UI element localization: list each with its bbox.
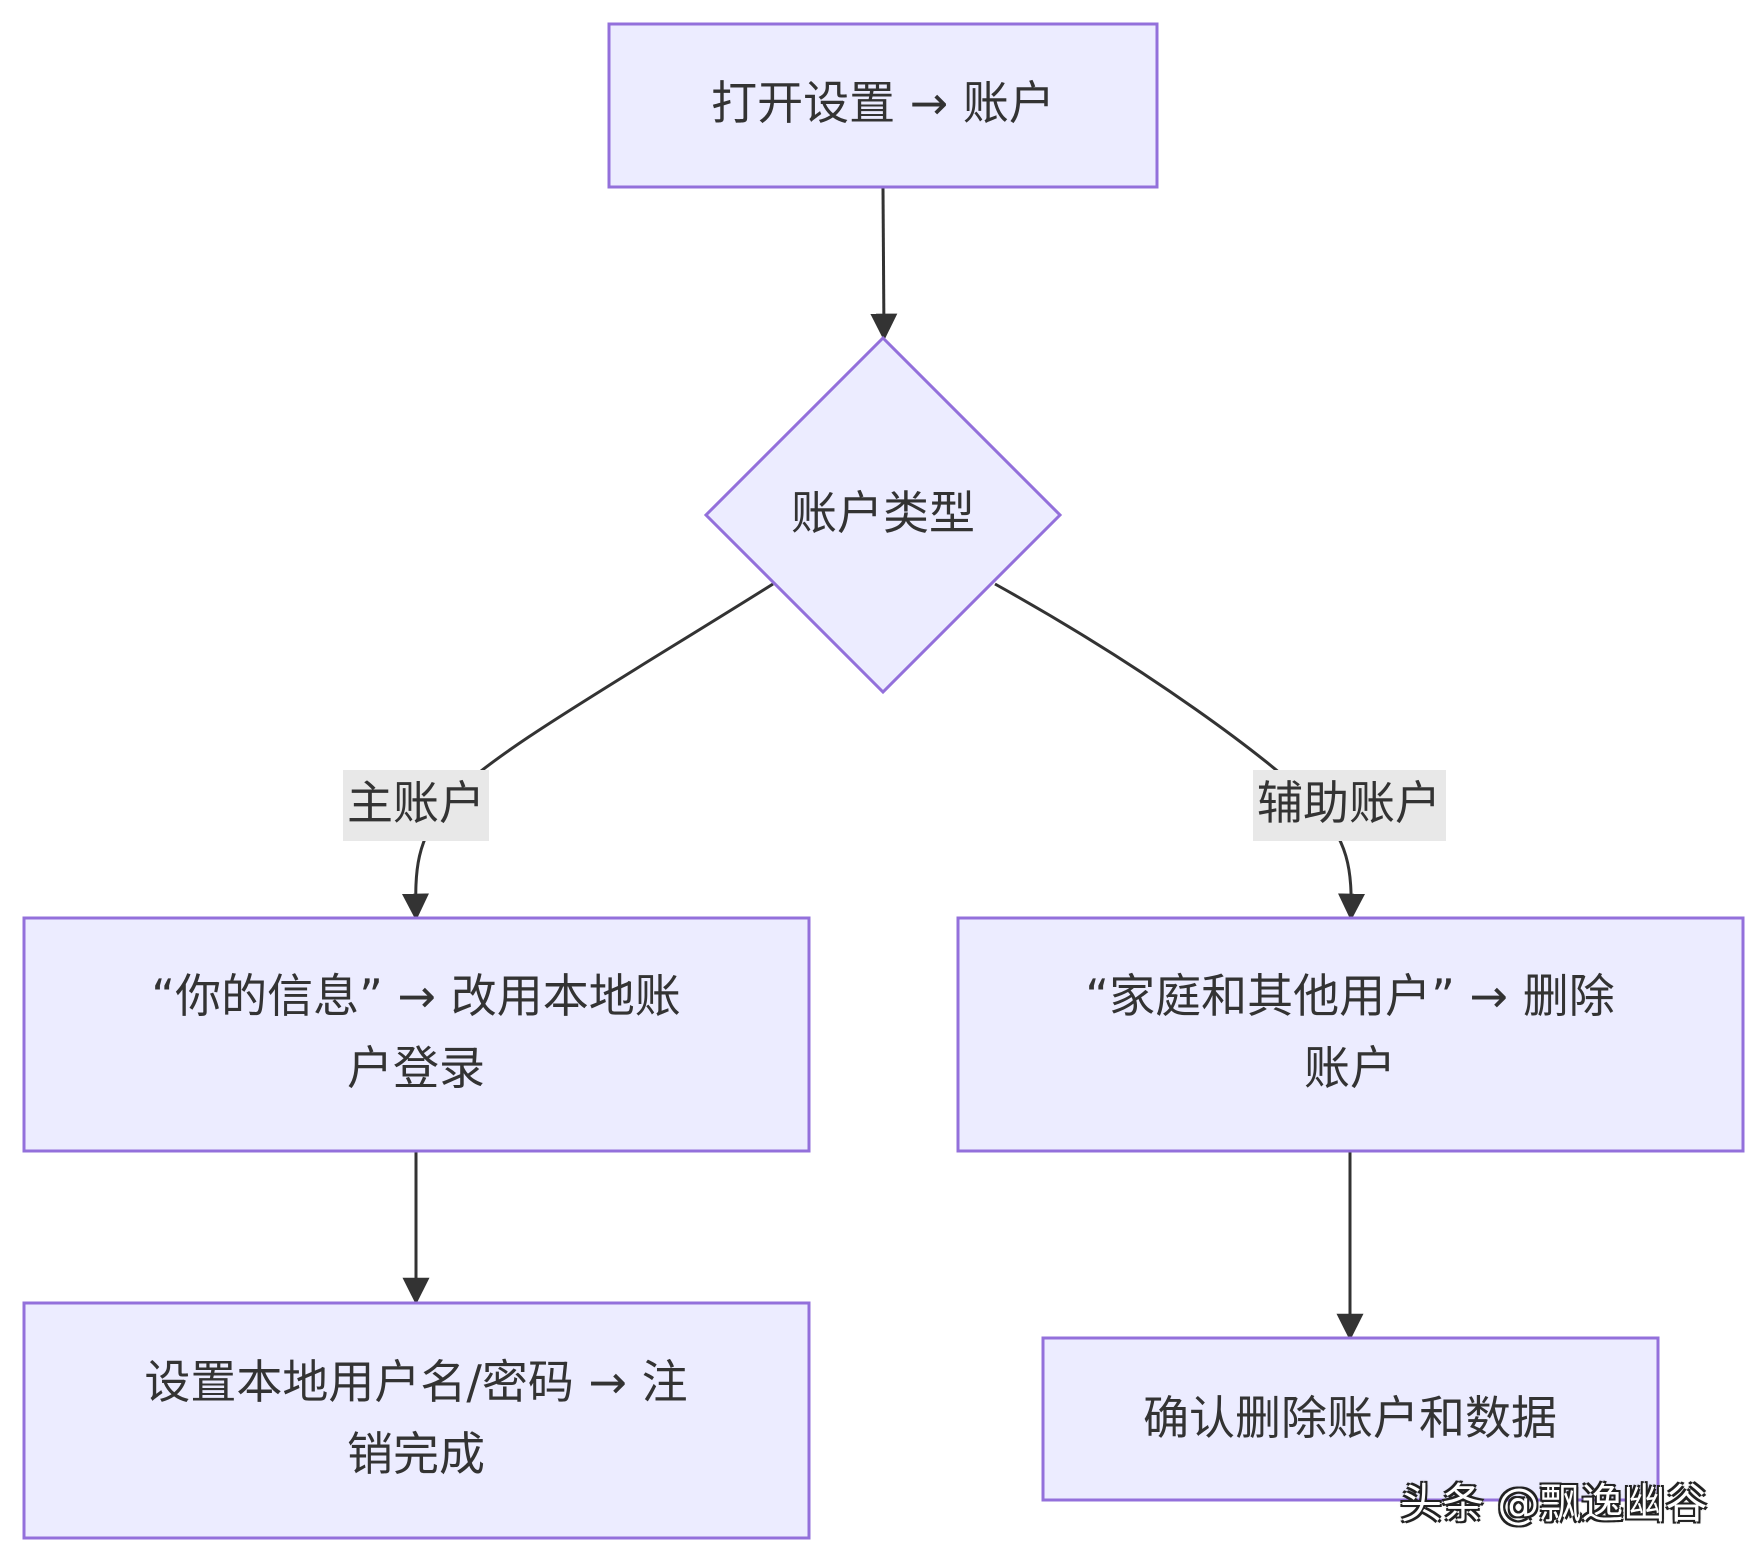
node-family-users-line2: 账户 [1304,1041,1396,1095]
node-your-info-line1: “你的信息” → 改用本地账 [151,969,680,1023]
edge-type-to-family [994,582,1366,921]
edge-label-primary-text: 主账户 [347,776,485,830]
node-set-local-line2: 销完成 [347,1427,485,1481]
node-open-settings-text: 打开设置 → 账户 [711,76,1055,130]
node-confirm-delete-text: 确认删除账户和数据 [1143,1391,1557,1445]
node-family-users: “家庭和其他用户” → 删除 账户 [956,916,1745,1153]
node-open-settings: 打开设置 → 账户 [607,22,1159,189]
node-confirm-delete: 确认删除账户和数据 [1041,1336,1660,1502]
edge-label-secondary-text: 辅助账户 [1257,776,1441,830]
node-family-users-line1: “家庭和其他用户” → 删除 [1085,969,1614,1023]
node-account-type-text: 账户类型 [791,486,975,540]
edge-open-to-type [870,187,898,341]
node-your-info: “你的信息” → 改用本地账 户登录 [22,916,811,1153]
node-your-info-line2: 户登录 [347,1041,485,1095]
edge-type-to-info [401,582,774,921]
node-set-local: 设置本地用户名/密码 → 注 销完成 [22,1301,811,1540]
node-account-type: 账户类型 [703,335,1063,695]
edge-label-secondary: 辅助账户 [1253,770,1446,841]
edge-label-primary: 主账户 [343,770,489,841]
watermark: 头条 @飘逸幽谷 [1400,1479,1708,1528]
node-set-local-line1: 设置本地用户名/密码 → 注 [144,1355,687,1409]
